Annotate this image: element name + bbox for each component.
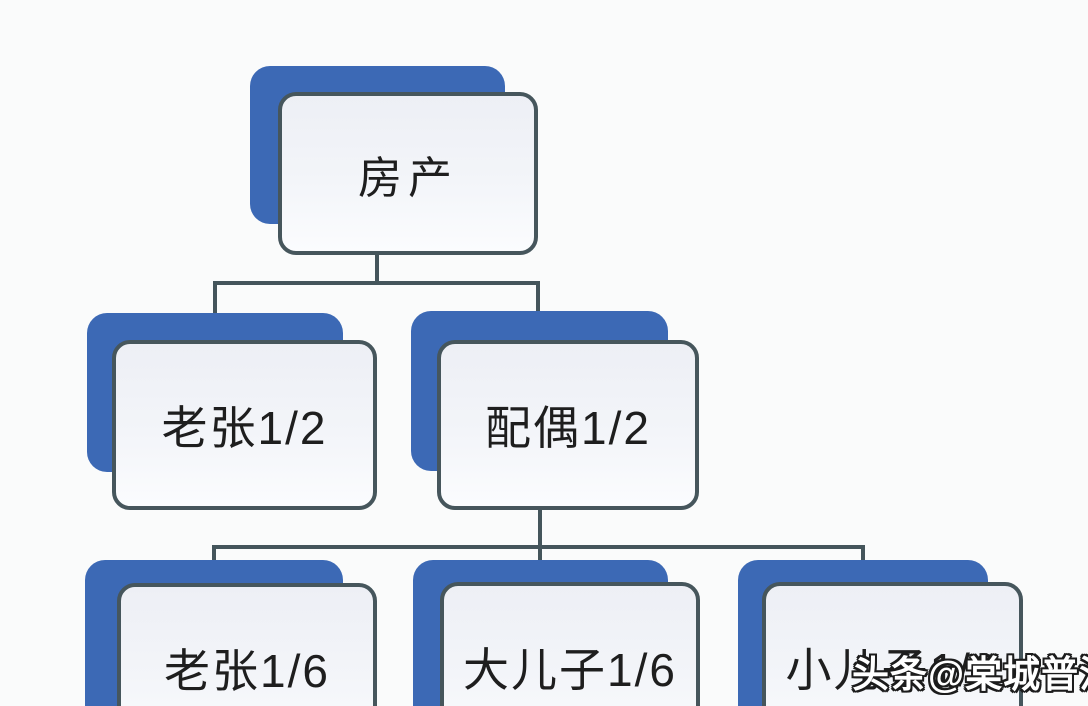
node-label: 小儿子1/6 — [785, 644, 1000, 696]
connector-level2-stub-left — [212, 545, 216, 565]
card-face: 大儿子1/6 — [440, 582, 700, 706]
connector-level1-stub-left — [213, 281, 217, 317]
node-label: 老张1/6 — [164, 645, 330, 697]
connector-level1-stub-right — [536, 281, 540, 315]
node-laozhang-half: 老张1/2 — [87, 313, 379, 513]
node-eldest-son-sixth: 大儿子1/6 — [413, 560, 703, 706]
watermark-text: 头条@棠城普法 — [852, 654, 1088, 695]
node-spouse-half: 配偶1/2 — [411, 311, 701, 513]
card-face: 配偶1/2 — [437, 340, 699, 510]
node-label: 老张1/2 — [161, 402, 328, 454]
node-youngest-son-sixth: 小儿子1/6 — [738, 560, 1028, 706]
card-face: 小儿子1/6 — [762, 582, 1023, 706]
connector-root-stem — [375, 252, 379, 285]
node-label: 大儿子1/6 — [463, 644, 677, 696]
node-property: 房产 — [250, 66, 540, 258]
card-face: 老张1/6 — [117, 583, 377, 706]
connector-level2-stub-middle — [538, 545, 542, 565]
connector-level1-horizontal — [213, 281, 540, 285]
card-face: 老张1/2 — [112, 340, 377, 510]
connector-level2-stub-right — [861, 545, 865, 565]
card-face: 房产 — [278, 92, 538, 255]
connector-spouse-stem — [538, 508, 542, 549]
node-laozhang-sixth: 老张1/6 — [85, 560, 379, 706]
node-label: 配偶1/2 — [485, 402, 651, 454]
node-label: 房产 — [358, 153, 458, 203]
